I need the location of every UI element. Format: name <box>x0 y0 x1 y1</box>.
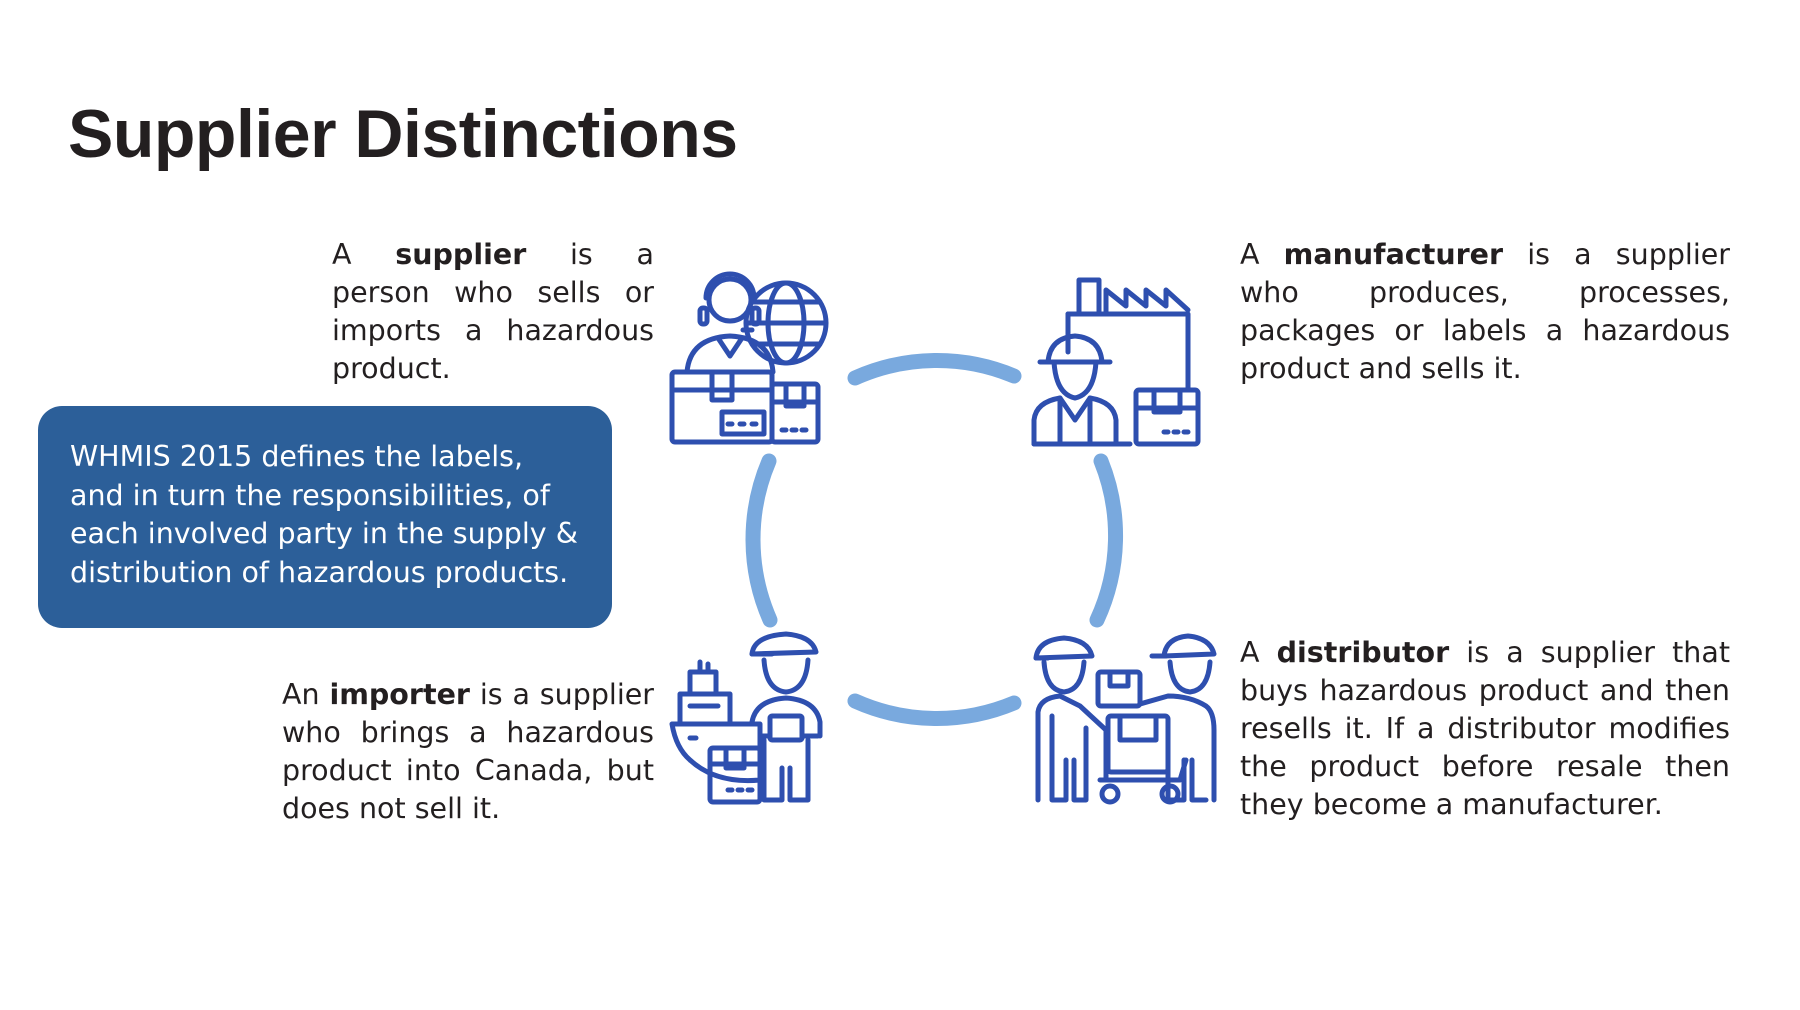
distributor-text: is a supplier that buys hazardous produc… <box>1240 636 1730 821</box>
manufacturer-text: is a supplier who produces, processes, p… <box>1240 238 1730 385</box>
importer-term: importer <box>329 678 470 711</box>
supplier-term: supplier <box>395 238 527 271</box>
supplier-prefix: A <box>332 238 396 271</box>
page-title: Supplier Distinctions <box>68 96 738 172</box>
cycle-arc-bottom <box>847 693 1022 726</box>
cycle-arc-right <box>1089 453 1123 628</box>
whmis-callout-text: WHMIS 2015 defines the labels, and in tu… <box>70 440 578 589</box>
distributor-prefix: A <box>1240 636 1277 669</box>
distributor-description: A distributor is a supplier that buys ha… <box>1240 634 1730 824</box>
cycle-arc-top <box>847 353 1022 386</box>
distributor-term: distributor <box>1276 636 1450 669</box>
manufacturer-term: manufacturer <box>1283 238 1504 271</box>
cycle-arcs <box>745 353 1123 726</box>
cycle-arc-left <box>745 453 778 628</box>
importer-icon <box>669 631 823 805</box>
whmis-callout-box: WHMIS 2015 defines the labels, and in tu… <box>38 406 612 628</box>
supplier-description: A supplier is a person who sells or impo… <box>332 236 654 388</box>
manufacturer-prefix: A <box>1240 238 1284 271</box>
importer-text: is a supplier who brings a hazardous pro… <box>282 678 654 825</box>
importer-description: An importer is a supplier who brings a h… <box>282 676 654 828</box>
manufacturer-description: A manufacturer is a supplier who produce… <box>1240 236 1730 388</box>
distributor-icon <box>1033 633 1217 805</box>
manufacturer-icon <box>1031 277 1201 447</box>
importer-prefix: An <box>282 678 330 711</box>
supplier-icon <box>669 271 829 445</box>
supplier-text: is a person who sells or imports a hazar… <box>332 238 654 385</box>
